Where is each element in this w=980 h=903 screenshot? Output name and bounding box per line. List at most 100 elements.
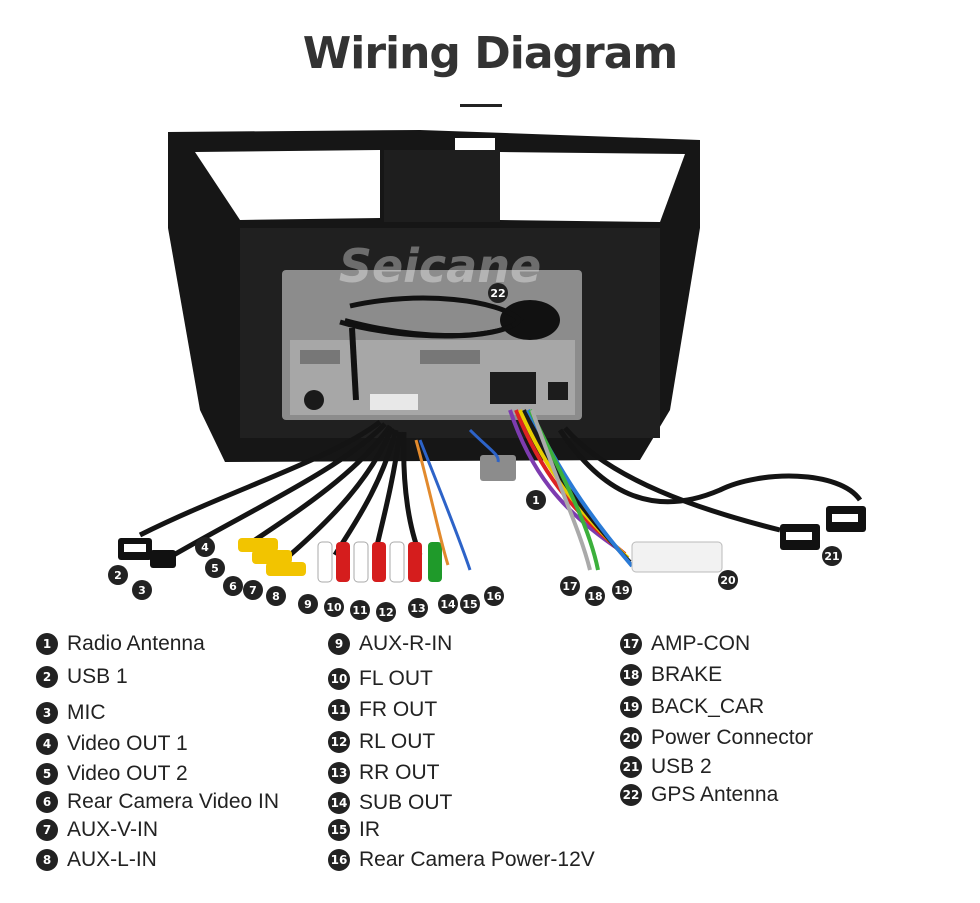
legend-label: RL OUT xyxy=(359,730,436,753)
callout-number: 16 xyxy=(486,590,502,603)
legend-label: IR xyxy=(359,818,380,841)
radio-antenna-adapter xyxy=(480,455,516,481)
legend-label: Rear Camera Video IN xyxy=(67,790,280,813)
legend-item-15: 15 IR xyxy=(328,816,380,844)
callout-21: 21 xyxy=(822,546,842,566)
legend-label: FR OUT xyxy=(359,698,438,721)
legend-label: FL OUT xyxy=(359,667,433,690)
radio-antenna-stub xyxy=(349,327,359,401)
legend-number-badge: 8 xyxy=(36,849,58,871)
callout-number: 19 xyxy=(614,584,629,597)
callout-number: 22 xyxy=(490,287,505,300)
legend-item-9: 9 AUX-R-IN xyxy=(328,630,452,658)
legend-label: Video OUT 1 xyxy=(67,732,188,755)
legend-item-13: 13 RR OUT xyxy=(328,759,440,787)
legend-label: RR OUT xyxy=(359,761,440,784)
callout-9: 9 xyxy=(298,594,318,614)
legend-item-20: 20 Power Connector xyxy=(620,724,813,752)
callout-number: 20 xyxy=(720,574,736,587)
callout-17: 17 xyxy=(560,576,580,596)
legend-label: SUB OUT xyxy=(359,791,453,814)
callout-number: 2 xyxy=(114,569,122,582)
callout-11: 11 xyxy=(350,600,370,620)
callout-number: 5 xyxy=(211,562,219,575)
mic-plug xyxy=(150,550,176,568)
legend-number-badge: 22 xyxy=(620,784,642,806)
legend-label: Rear Camera Power-12V xyxy=(359,848,595,871)
callout-6: 6 xyxy=(223,576,243,596)
callout-number: 8 xyxy=(272,590,280,603)
legend-number-badge: 2 xyxy=(36,666,58,688)
power-connector-plug xyxy=(631,541,723,573)
legend-label: AUX-L-IN xyxy=(67,848,157,871)
legend-item-22: 22 GPS Antenna xyxy=(620,781,778,809)
legend-label: Video OUT 2 xyxy=(67,762,188,785)
callout-20: 20 xyxy=(718,570,738,590)
legend-item-4: 4 Video OUT 1 xyxy=(36,730,188,758)
right-harness xyxy=(557,426,863,533)
callout-4: 4 xyxy=(195,537,215,557)
legend-label: AUX-R-IN xyxy=(359,632,453,655)
page-title: Wiring Diagram xyxy=(302,28,679,79)
callout-22: 22 xyxy=(488,283,508,303)
callout-number: 13 xyxy=(410,602,425,615)
rca-plugs xyxy=(238,538,442,583)
callout-5: 5 xyxy=(205,558,225,578)
legend-label: AUX-V-IN xyxy=(67,818,159,841)
callout-19: 19 xyxy=(612,580,632,600)
callout-15: 15 xyxy=(460,594,480,614)
callout-7: 7 xyxy=(243,580,263,600)
legend-number-badge: 9 xyxy=(328,633,350,655)
legend-number-badge: 20 xyxy=(620,727,642,749)
callout-10: 10 xyxy=(324,597,344,617)
callout-number: 10 xyxy=(326,601,342,614)
legend-number-badge: 3 xyxy=(36,702,58,724)
gps-antenna xyxy=(339,295,560,340)
legend-item-8: 8 AUX-L-IN xyxy=(36,846,157,874)
legend-item-12: 12 RL OUT xyxy=(328,728,435,756)
legend-number-badge: 21 xyxy=(620,756,642,778)
legend-number-badge: 4 xyxy=(36,733,58,755)
callout-number: 1 xyxy=(532,494,540,507)
callout-13: 13 xyxy=(408,598,428,618)
legend-label: GPS Antenna xyxy=(651,783,779,806)
callout-number: 6 xyxy=(229,580,237,593)
legend-number-badge: 18 xyxy=(620,664,642,686)
callout-2: 2 xyxy=(108,565,128,585)
callout-number: 9 xyxy=(304,598,312,611)
legend-number-badge: 11 xyxy=(328,699,350,721)
legend-label: BRAKE xyxy=(651,663,723,686)
callout-12: 12 xyxy=(376,602,396,622)
legend-label: USB 1 xyxy=(67,665,128,688)
title-underline xyxy=(460,104,502,107)
wiring-diagram-illustration: Seicane xyxy=(108,130,866,622)
legend-item-2: 2 USB 1 xyxy=(36,663,128,691)
callout-14: 14 xyxy=(438,594,458,614)
legend-number-badge: 12 xyxy=(328,731,350,753)
legend-item-21: 21 USB 2 xyxy=(620,753,712,781)
legend-label: BACK_CAR xyxy=(651,695,765,718)
legend-number-badge: 16 xyxy=(328,849,350,871)
legend-label: USB 2 xyxy=(651,755,712,778)
legend-number-badge: 15 xyxy=(328,819,350,841)
callout-16: 16 xyxy=(484,586,504,606)
legend-number-badge: 10 xyxy=(328,668,350,690)
callout-number: 18 xyxy=(587,590,602,603)
legend-item-6: 6 Rear Camera Video IN xyxy=(36,788,279,816)
legend-label: Power Connector xyxy=(651,726,814,749)
legend-label: Radio Antenna xyxy=(67,632,205,655)
legend-number-badge: 6 xyxy=(36,791,58,813)
power-harness-wires xyxy=(508,409,634,571)
callout-3: 3 xyxy=(132,580,152,600)
callout-number: 17 xyxy=(562,580,577,593)
legend-item-16: 16 Rear Camera Power-12V xyxy=(328,846,595,874)
legend-number-badge: 13 xyxy=(328,762,350,784)
legend-item-11: 11 FR OUT xyxy=(328,696,437,724)
